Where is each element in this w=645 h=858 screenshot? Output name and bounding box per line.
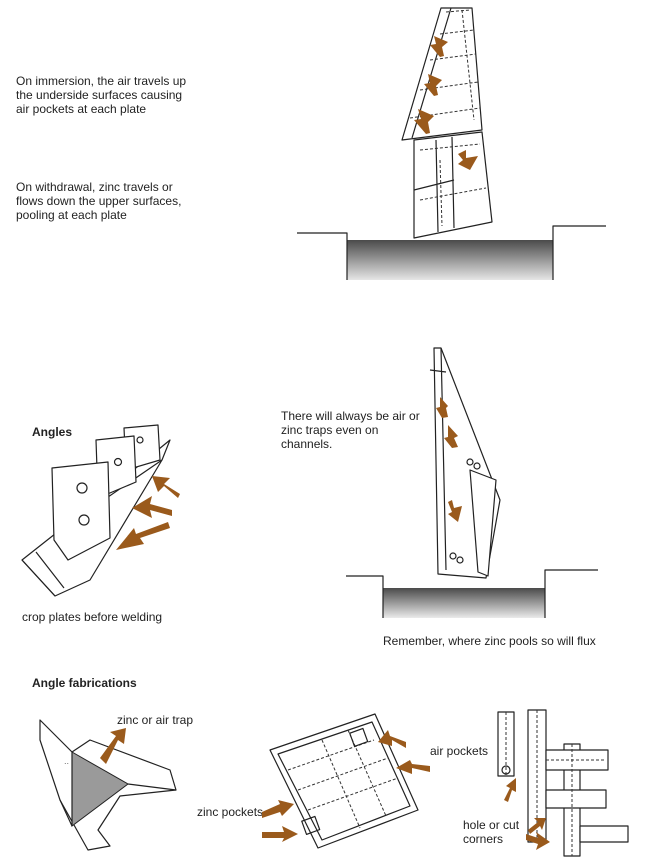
flow-arrow-2 [132,496,172,518]
corner-arrow [528,818,546,834]
bath-outline [346,569,598,618]
air-arrow-2 [424,74,442,96]
angles-heading: Angles [32,425,73,439]
air-arrow-2 [396,760,430,774]
flow-arrow-1 [152,476,180,498]
plate-hole [113,457,123,467]
zinc-arrow-1 [458,150,478,170]
air-arrow-1 [436,397,448,418]
flow-arrow-3 [116,522,170,550]
y-fabrication-diagram: .. [39,719,177,851]
plate-hole [136,436,144,444]
mark: .. [64,757,69,766]
zinc-pockets-label: zinc pockets [197,805,264,819]
air-arrow-2 [444,425,458,448]
zinc-arrow-2 [262,826,298,842]
horizontal-member-2 [545,789,607,809]
withdrawal-caption: On withdrawal, zinc travels or flows dow… [16,180,182,222]
air-arrow-1 [378,730,406,748]
horizontal-member-3 [579,825,629,843]
plate-hole [76,482,88,494]
immersion-beam-diagram [297,7,606,280]
corner-joint-diagram [497,709,629,857]
cut-arrow [526,832,550,850]
frame-outer [269,713,419,849]
zinc-bath [347,240,553,280]
trap-arrow [100,728,126,764]
remember-caption: Remember, where zinc pools so will flux [383,634,596,648]
angles-diagram [21,424,180,597]
zinc-or-air-trap-label: zinc or air trap [117,713,194,727]
immersion-caption: On immersion, the air travels up the und… [16,74,187,116]
channel-diagram [346,347,598,618]
hole-arrow [504,778,516,802]
channel-flange [469,469,497,577]
vent-hole [501,765,511,775]
air-arrow-1 [430,36,448,57]
zinc-arrow-1 [448,500,462,522]
angle-fabrications-heading: Angle fabrications [32,676,137,690]
channels-note: There will always be air or zinc traps e… [281,409,420,451]
zinc-bath [383,588,545,618]
plate-hole [78,514,90,526]
air-pockets-label: air pockets [430,744,489,758]
hole-or-cut-corners-label: hole or cut corners [463,818,520,846]
bath-outline [297,225,606,280]
zinc-arrow-1 [262,800,294,818]
beam-top-flange [401,7,483,141]
crop-plate-1 [51,461,111,561]
crop-plates-caption: crop plates before welding [22,610,163,624]
box-frame-diagram [262,713,430,849]
air-arrow-3 [414,109,434,134]
